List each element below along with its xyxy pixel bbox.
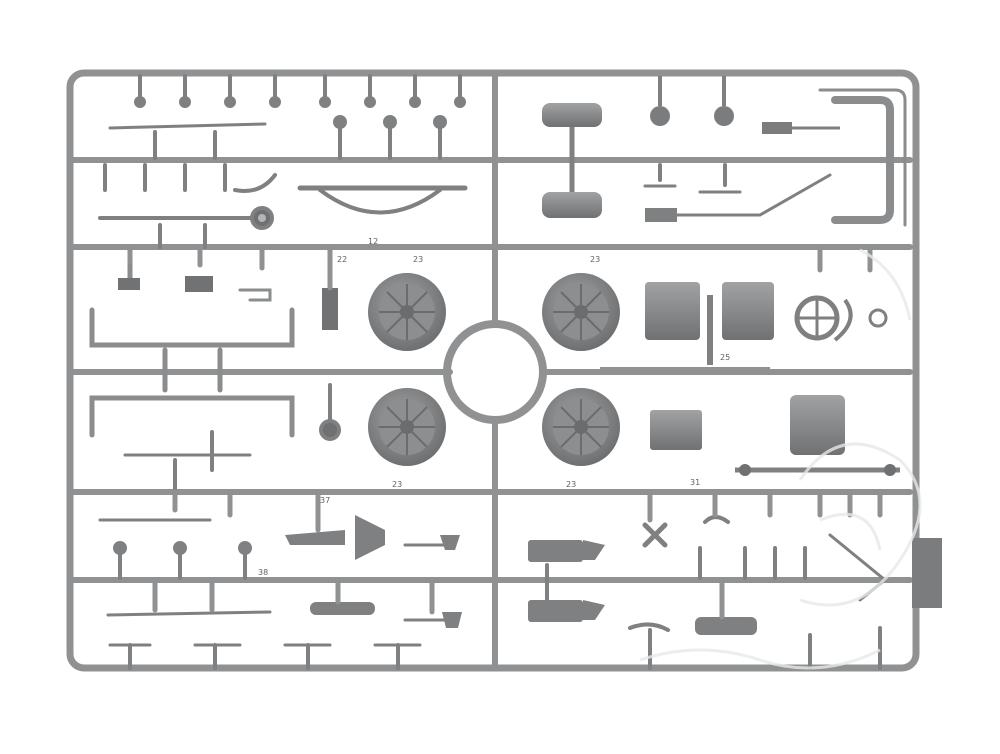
part-number: 12 bbox=[368, 237, 378, 246]
hood-panels bbox=[600, 282, 774, 373]
exhaust-pipe bbox=[818, 88, 907, 227]
radiator bbox=[650, 395, 900, 476]
watermark bbox=[639, 248, 922, 670]
part-number: 23 bbox=[590, 255, 600, 264]
wheel-3 bbox=[368, 388, 446, 466]
row2-parts bbox=[98, 163, 468, 249]
row4-right-parts bbox=[528, 515, 942, 635]
row5-parts bbox=[106, 602, 882, 670]
steering-wheel bbox=[794, 295, 888, 342]
sprue-gates bbox=[127, 244, 883, 620]
part-number-labels: 12 22 23 23 25 31 37 38 23 23 bbox=[258, 237, 730, 577]
wheel-2 bbox=[542, 273, 620, 351]
wheel-4 bbox=[542, 388, 620, 466]
part-number: 37 bbox=[320, 496, 330, 505]
part-number: 25 bbox=[720, 353, 730, 362]
row4-left-parts bbox=[98, 383, 460, 580]
tank-parts bbox=[542, 76, 840, 218]
part-number: 23 bbox=[413, 255, 423, 264]
part-number: 23 bbox=[566, 480, 576, 489]
row2-right-parts bbox=[643, 163, 832, 222]
row1-hooks bbox=[108, 74, 466, 160]
wheel-1 bbox=[368, 273, 446, 351]
center-ring bbox=[443, 320, 547, 424]
part-number: 22 bbox=[337, 255, 347, 264]
part-number: 31 bbox=[690, 478, 700, 487]
row3-left-parts bbox=[89, 252, 338, 438]
part-number: 23 bbox=[392, 480, 402, 489]
sprue-runners bbox=[67, 70, 913, 671]
part-number: 38 bbox=[258, 568, 268, 577]
